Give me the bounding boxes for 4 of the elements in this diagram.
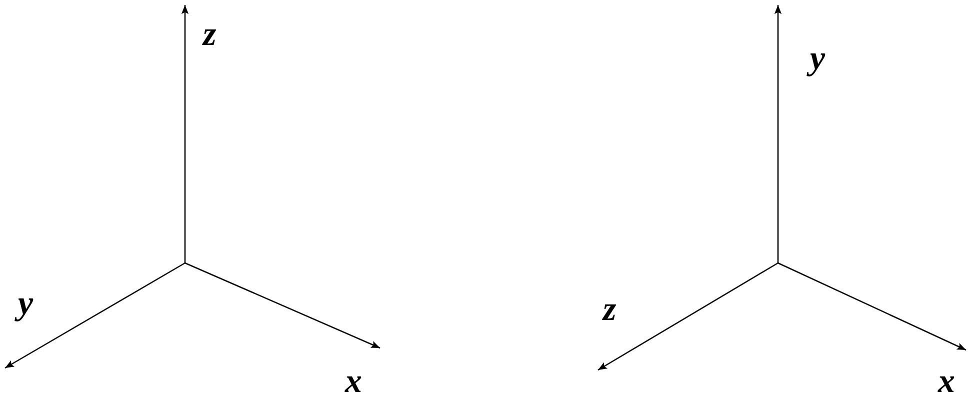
- axis-label: x: [345, 365, 362, 399]
- axis-label: x: [938, 365, 955, 399]
- axis-label: z: [203, 18, 216, 52]
- axis-label: z: [603, 293, 616, 327]
